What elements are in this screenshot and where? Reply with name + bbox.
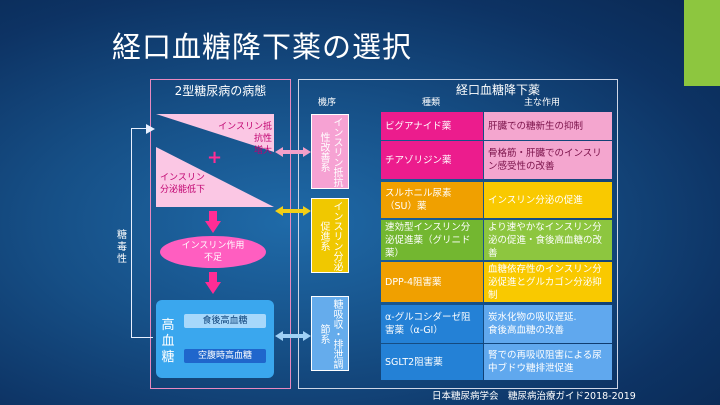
postprandial-pill: 食後高血糖 [184,314,266,328]
fasting-pill: 空腹時高血糖 [184,349,266,363]
down-arrow-icon [205,211,221,233]
plus-sign: + [207,147,223,168]
drug-name: チアゾリジン薬 [381,141,483,179]
down-arrow-icon [205,272,221,294]
column-mechanism: 機序 [318,98,337,108]
hyperglycemia-label: 高血糖 [161,318,175,365]
double-arrow-icon [275,147,311,157]
drug-effect: 血糖依存性のインスリン分泌促進とグルカゴン分泌抑制 [484,262,612,302]
slide-title: 経口血糖降下薬の選択 [112,30,413,64]
pathology-header: 2型糖尿病の病態 [174,84,267,98]
drug-effect: 炭水化物の吸収遅延. 食後高血糖の改善 [484,305,612,343]
drug-name: α-グルコシダーゼ阻害薬（α-GI） [381,305,483,343]
column-type: 種類 [422,98,441,108]
double-arrow-icon [275,206,311,216]
category-secretion: インスリン分泌促進系 [311,198,349,273]
insulin-deficiency-oval: インスリン作用 不足 [160,236,266,268]
source-citation: 日本糖尿病学会 糖尿病治療ガイド2018-2019 [432,391,636,402]
category-absorption: 糖吸収・排泄調節系 [311,296,349,371]
drug-frame [298,79,618,389]
secretion-decline-label: インスリン 分泌能低下 [160,173,206,195]
drug-header: 経口血糖降下薬 [455,83,540,97]
drug-name: スルホニル尿素 （SU）薬 [381,182,483,218]
loop-arrowhead-icon [146,124,155,134]
drug-effect: より速やかなインスリン分泌の促進・食後高血糖の改善 [484,220,612,260]
category-resistance: インスリン抵抗性改善系 [311,114,349,189]
glucotoxicity-label: 糖毒性 [117,230,127,265]
drug-effect: 腎での再吸収阻害による尿中ブドウ糖排泄促進 [484,344,612,380]
insulin-resistance-label: インスリン抵抗性 増大 [218,122,272,156]
column-effect: 主な作用 [524,98,561,108]
drug-name: DPP-4阻害薬 [381,262,483,302]
accent-bar [684,0,720,86]
drug-name: SGLT2阻害薬 [381,344,483,380]
hyperglycemia-box [156,300,274,378]
drug-effect: 肝臓での糖新生の抑制 [484,112,612,140]
pathology-frame [150,79,291,389]
drug-name: 速効型インスリン分泌促進薬（グリニド薬） [381,220,483,260]
drug-effect: 骨格筋・肝臓でのインスリン感受性の改善 [484,141,612,179]
drug-effect: インスリン分泌の促進 [484,182,612,218]
glucotoxicity-loop [131,128,153,338]
double-arrow-icon [275,331,311,341]
drug-name: ビグアナイド薬 [381,112,483,140]
